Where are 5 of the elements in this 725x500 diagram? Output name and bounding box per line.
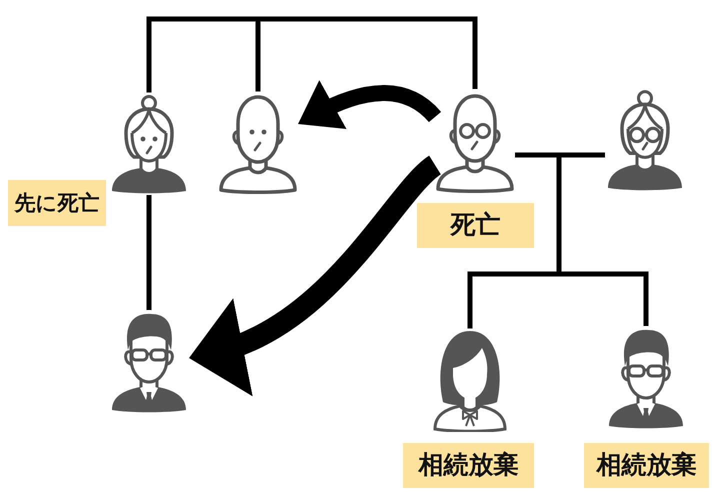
status-tag: 相続放棄 xyxy=(584,443,709,488)
status-tag: 先に死亡 xyxy=(8,180,106,226)
status-tag: 相続放棄 xyxy=(403,443,534,488)
status-tag: 死亡 xyxy=(417,203,534,248)
connector-line xyxy=(146,192,152,312)
